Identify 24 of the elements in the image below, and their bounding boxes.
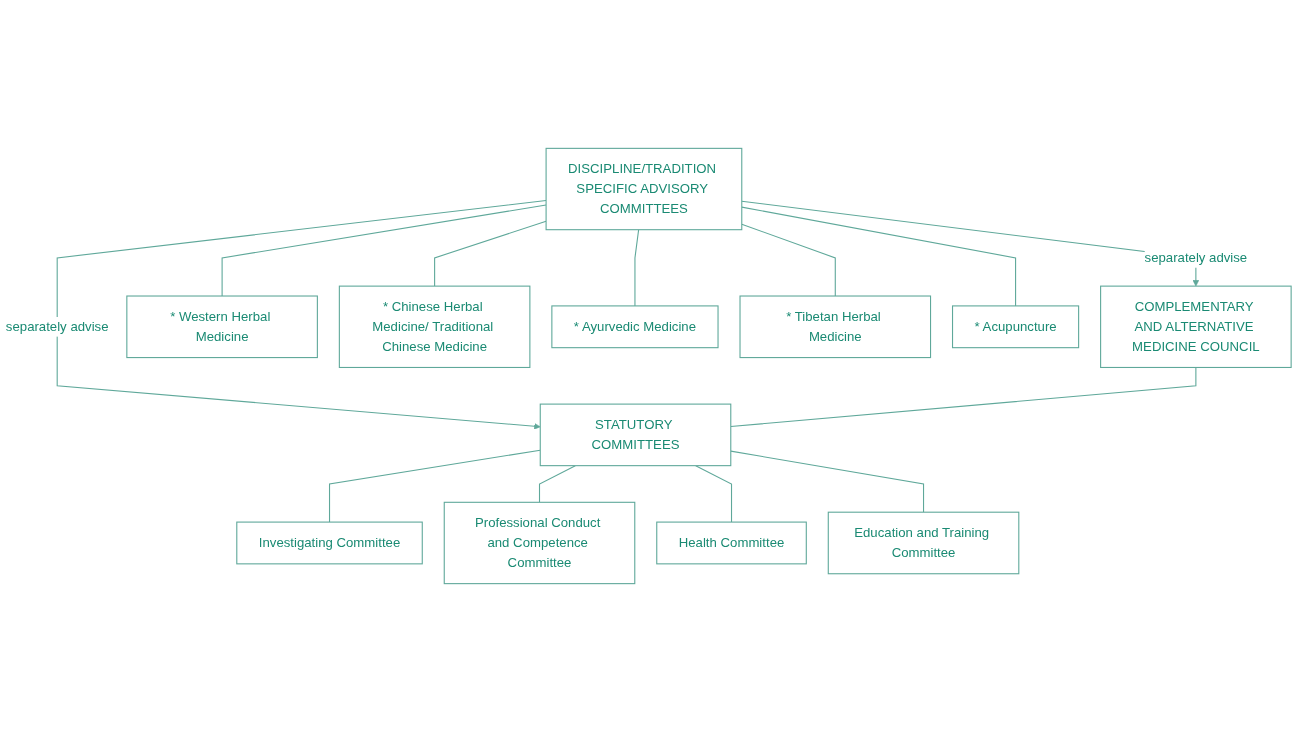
- node-box: Investigating Committee: [236, 521, 423, 565]
- connector: [634, 229, 640, 307]
- connector: [328, 449, 541, 523]
- edge-label: separately advise: [1144, 250, 1248, 265]
- node-box: * Tibetan Herbal Medicine: [739, 295, 932, 359]
- edge-label: separately advise: [5, 319, 109, 334]
- node-box: * Western Herbal Medicine: [126, 295, 318, 359]
- connector: [741, 206, 1017, 307]
- connector: [730, 450, 925, 513]
- node-box: Professional Conduct and Competence Committee: [443, 501, 636, 585]
- node-box: Education and Training Committee: [827, 511, 1020, 575]
- arrow: [56, 199, 547, 430]
- connector: [434, 220, 547, 287]
- node-box: STATUTORY COMMITTEES: [539, 403, 732, 467]
- node-box: * Acupuncture: [952, 305, 1080, 349]
- node-box: COMPLEMENTARY AND ALTERNATIVE MEDICINE COUNCIL: [1100, 285, 1292, 369]
- connector: [741, 223, 836, 297]
- connector: [730, 366, 1197, 428]
- connector: [538, 465, 576, 503]
- node-box: Health Committee: [656, 521, 807, 565]
- node-box: DISCIPLINE/TRADITION SPECIFIC ADVISORY COMMITTEES: [545, 147, 743, 231]
- node-box: * Chinese Herbal Medicine/ Traditional Chinese Medicine: [338, 285, 531, 369]
- node-box: * Ayurvedic Medicine: [551, 305, 719, 349]
- connector: [221, 204, 547, 297]
